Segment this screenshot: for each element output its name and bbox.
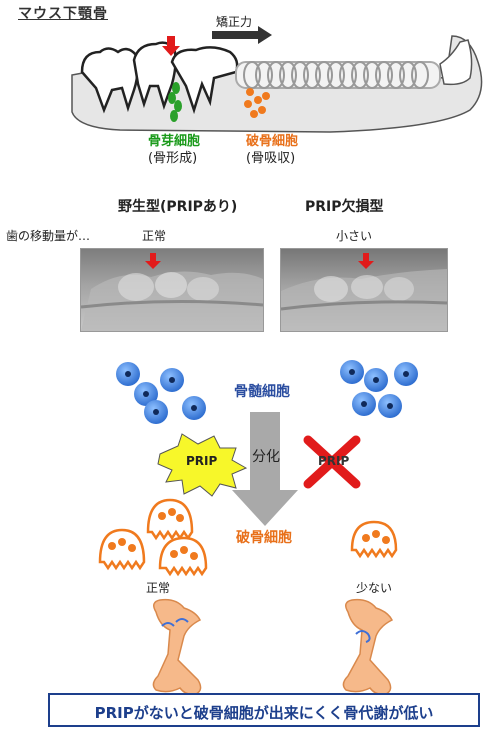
bone-marrow-cells-left (116, 362, 206, 424)
osteoclast-label: 破骨細胞 (246, 134, 299, 149)
knockout-xray-arrow (358, 253, 374, 269)
osteoblast-sub: (骨形成) (148, 151, 198, 166)
page-title: マウス下顎骨 (18, 6, 108, 22)
osteoclast-cells (244, 88, 270, 118)
movement-label: 歯の移動量が… (6, 229, 91, 243)
few-label: 少ない (356, 581, 393, 595)
prip-label: PRIP (186, 454, 218, 468)
osteoclast-sub: (骨吸収) (246, 151, 296, 166)
prip-crossed-label: PRIP (318, 454, 350, 468)
bone-left-resorption (161, 618, 189, 627)
bone-right (342, 598, 394, 696)
bone-left (152, 598, 202, 696)
bone-right-resorption (355, 630, 371, 643)
force-label: 矯正力 (216, 15, 253, 29)
differentiation-diagram (98, 360, 418, 696)
wildtype-xray-arrow (145, 253, 161, 269)
prip-blocked-mark (303, 435, 361, 489)
osteoblast-cells (168, 82, 182, 122)
knockout-title: PRIP欠損型 (305, 199, 384, 215)
knockout-result: 小さい (336, 229, 373, 243)
molar-1 (80, 47, 139, 114)
orthodontic-spring (235, 61, 441, 89)
wildtype-result: 正常 (142, 229, 167, 243)
conclusion-text: PRIPがないと破骨細胞が出来にくく骨代謝が低い (94, 704, 434, 722)
prip-starburst (157, 433, 248, 497)
normal-label: 正常 (146, 581, 171, 595)
force-arrow (212, 26, 272, 44)
differentiation-arrow (232, 412, 298, 526)
mandible-diagram (71, 26, 483, 133)
force-point-arrow (162, 36, 180, 56)
differentiate-label: 分化 (252, 449, 280, 465)
wildtype-title: 野生型(PRIPあり) (118, 199, 238, 215)
osteoclasts-left (98, 498, 208, 577)
conclusion-box: PRIPがないと破骨細胞が出来にくく骨代謝が低い (48, 693, 480, 727)
knockout-xray-image (280, 248, 448, 332)
bone-marrow-cells-right (340, 360, 418, 418)
osteoclast-nuclei-left (108, 508, 198, 560)
incisor (439, 39, 473, 86)
osteoclast-right (350, 520, 398, 559)
osteoclast-result-label: 破骨細胞 (236, 530, 292, 546)
bone-marrow-label: 骨髄細胞 (234, 384, 290, 400)
wildtype-xray-image (80, 248, 264, 332)
osteoblast-label: 骨芽細胞 (148, 134, 201, 149)
osteoclast-nuclei-right (362, 530, 390, 544)
